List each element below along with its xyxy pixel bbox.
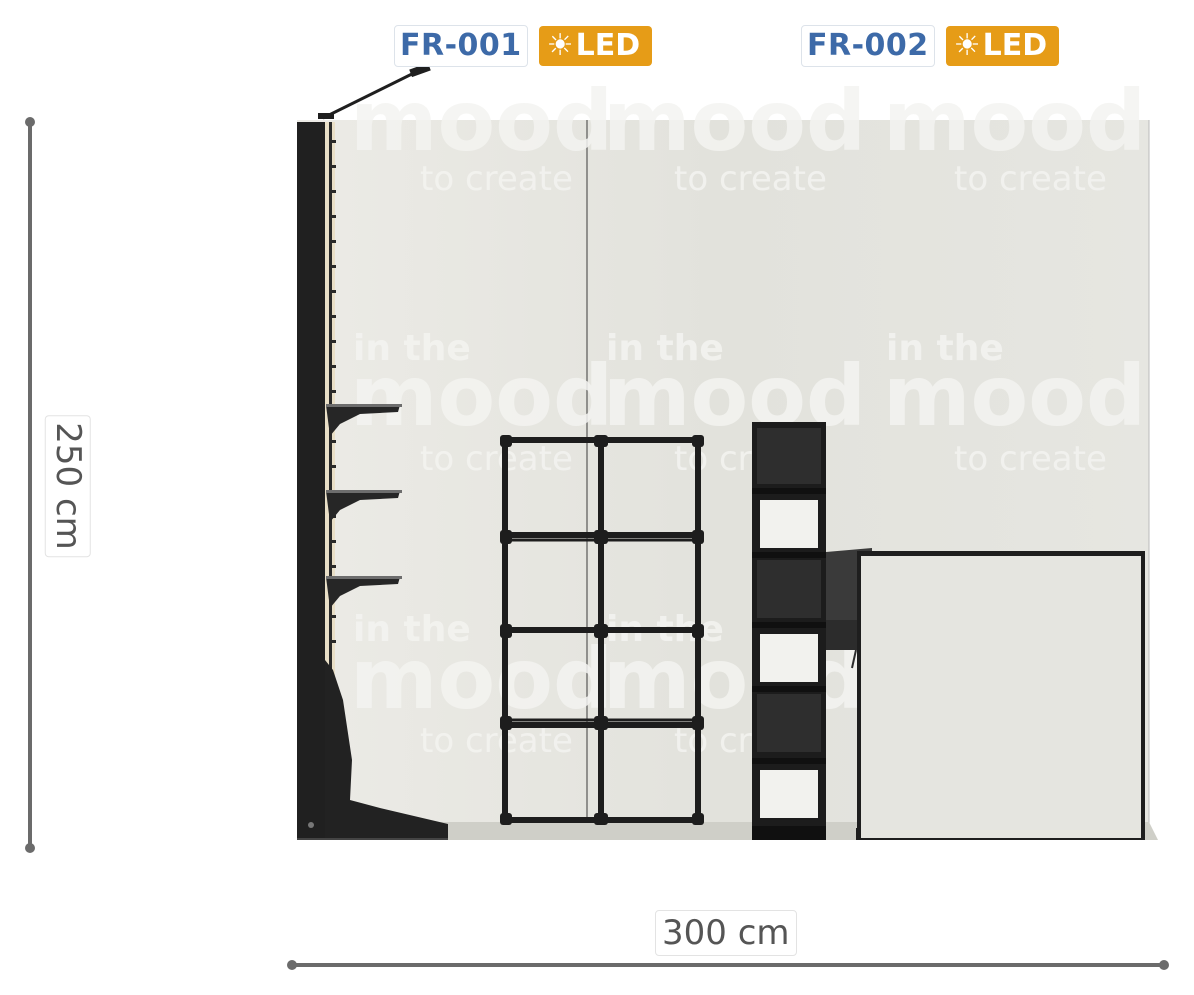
graphic-mood: mood <box>883 347 1146 445</box>
graphic-in-the: in the <box>886 328 1004 369</box>
pipe-connectors <box>500 435 704 825</box>
graphic-in-the: in the <box>606 328 724 369</box>
sun-icon: ☀ <box>953 28 981 63</box>
led-label: LED <box>575 28 641 63</box>
graphic-mood: mood <box>603 347 866 445</box>
display-tower <box>752 422 826 840</box>
led-badge: ☀ LED <box>538 26 653 66</box>
sun-icon: ☀ <box>546 28 574 63</box>
gondola-shelving-unit <box>297 122 448 840</box>
height-dimension-line <box>25 117 35 853</box>
graphic-mood: mood <box>883 72 1146 170</box>
graphic-to-create: to create <box>954 439 1107 479</box>
fixture-tag-fr-002[interactable]: FR-002 ☀ LED <box>801 25 1060 67</box>
fixture-code: FR-001 <box>394 25 528 67</box>
graphic-to-create: to create <box>954 159 1107 199</box>
height-dimension-label: 250 cm <box>44 415 91 557</box>
graphic-mood: mood <box>350 347 613 445</box>
width-dimension-line <box>287 960 1169 970</box>
fixture-code: FR-002 <box>801 25 935 67</box>
led-badge: ☀ LED <box>945 26 1060 66</box>
graphic-mood: mood <box>350 630 613 728</box>
graphic-to-create: to create <box>420 439 573 479</box>
graphic-mood: mood <box>350 72 613 170</box>
sales-counter <box>856 551 1145 840</box>
led-label: LED <box>982 28 1048 63</box>
fixture-tag-fr-001[interactable]: FR-001 ☀ LED <box>394 25 653 67</box>
graphic-in-the: in the <box>353 609 471 650</box>
graphic-to-create: to create <box>674 159 827 199</box>
width-dimension-label: 300 cm <box>655 910 797 956</box>
graphic-mood: mood <box>603 72 866 170</box>
graphic-in-the: in the <box>353 328 471 369</box>
graphic-to-create: to create <box>420 159 573 199</box>
